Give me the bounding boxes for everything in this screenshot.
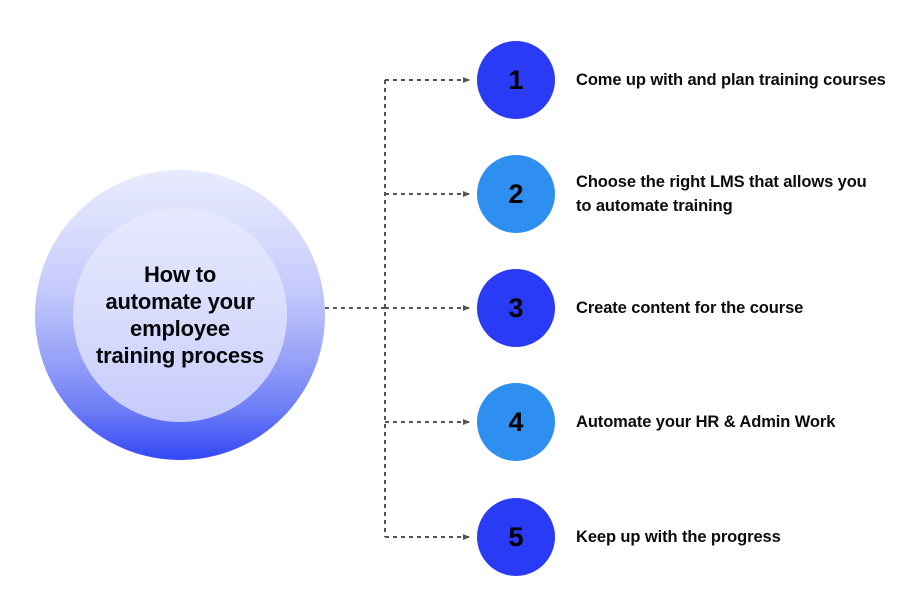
step-item-5[interactable]: 5 Keep up with the progress <box>477 498 886 576</box>
step-label-3: Create content for the course <box>576 299 804 317</box>
hub-title: How to automate your employee training p… <box>96 262 264 368</box>
central-hub: How to automate your employee training p… <box>35 170 325 460</box>
step-item-4[interactable]: 4 Automate your HR & Admin Work <box>477 383 886 461</box>
step-label-1: Come up with and plan training courses <box>576 71 886 89</box>
step-item-2[interactable]: 2 Choose the right LMS that allows you t… <box>477 155 886 233</box>
step-number-badge-4[interactable]: 4 <box>477 383 555 461</box>
step-item-3[interactable]: 3 Create content for the course <box>477 269 886 347</box>
step-label-5: Keep up with the progress <box>576 528 781 546</box>
step-item-1[interactable]: 1 Come up with and plan training courses <box>477 41 886 119</box>
step-number-badge-2[interactable]: 2 <box>477 155 555 233</box>
step-label-4: Automate your HR & Admin Work <box>576 413 836 431</box>
step-number-badge-1[interactable]: 1 <box>477 41 555 119</box>
hub-inner-circle: How to automate your employee training p… <box>73 208 287 422</box>
step-number-badge-3[interactable]: 3 <box>477 269 555 347</box>
step-number-badge-5[interactable]: 5 <box>477 498 555 576</box>
step-label-2: Choose the right LMS that allows you to … <box>576 173 867 215</box>
